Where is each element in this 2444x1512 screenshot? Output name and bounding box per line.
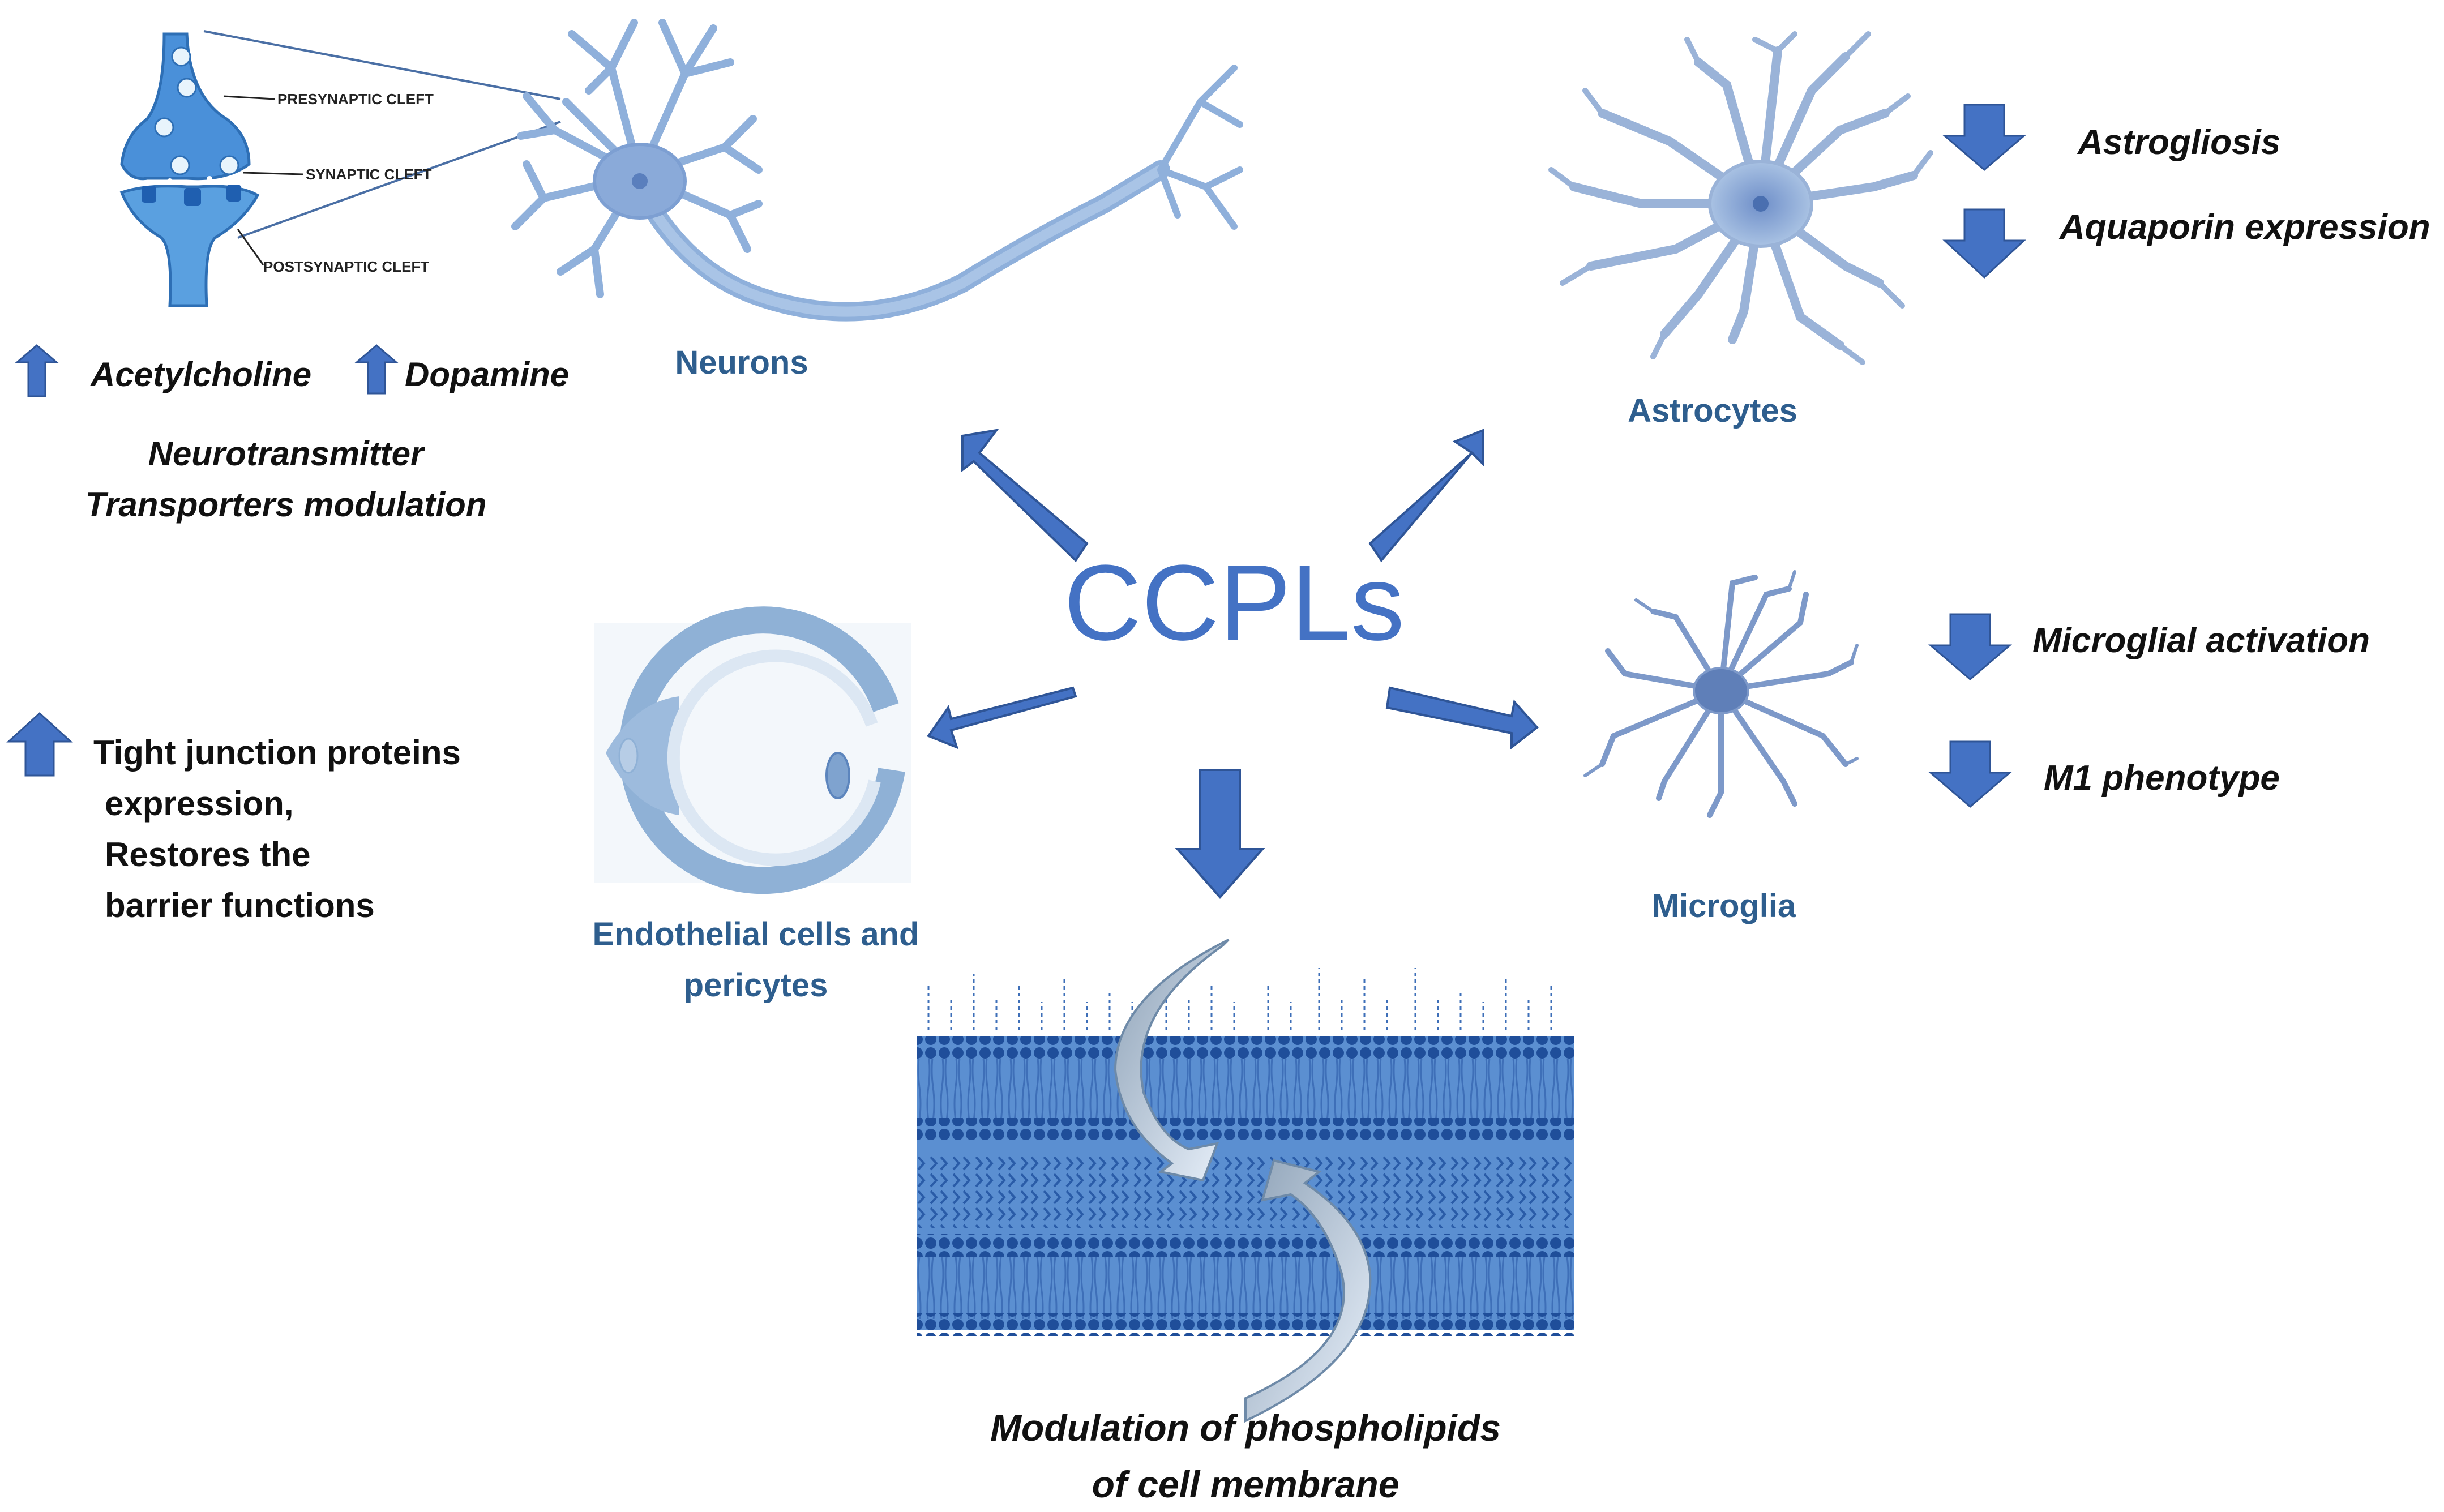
synapse-illustration: PRESYNAPTIC CLEFT SYNAPTIC CLEFT POSTSYN…	[119, 30, 561, 307]
presynaptic-terminal	[120, 32, 251, 181]
endothelial-text-line1: Tight junction proteins	[93, 734, 461, 772]
membrane-caption-line2: of cell membrane	[1092, 1463, 1399, 1505]
neurons-note-line2: Transporters modulation	[85, 486, 487, 524]
microglia-label: Microglia	[1652, 888, 1796, 924]
up-arrow-icon	[354, 344, 399, 395]
arrow-to-neurons	[961, 429, 1089, 563]
neurons-effect-acetylcholine: Acetylcholine	[89, 355, 311, 393]
curved-arrow-up	[1244, 1159, 1372, 1423]
astrocytes-label: Astrocytes	[1628, 392, 1797, 429]
synaptic-label: SYNAPTIC CLEFT	[306, 166, 432, 183]
neurons-note-line1: Neurotransmitter	[148, 435, 426, 473]
radiating-arrows	[926, 429, 1539, 900]
endothelial-text-line3: Restores the	[105, 836, 310, 873]
curved-arrow-down	[1114, 939, 1230, 1182]
up-arrow-icon	[6, 712, 73, 777]
up-arrow-icon	[14, 344, 59, 397]
astrocytes-effect-astrogliosis: Astrogliosis	[2077, 123, 2280, 162]
down-arrow-icon	[1928, 613, 2013, 680]
down-arrow-icon	[1928, 740, 2013, 808]
presynaptic-label: PRESYNAPTIC CLEFT	[277, 91, 434, 108]
membrane-caption-line1: Modulation of phospholipids	[990, 1407, 1501, 1449]
ccpls-center-label: CCPLs	[1064, 543, 1405, 663]
microglia-effect-activation: Microglial activation	[2032, 621, 2370, 660]
membrane-illustration	[917, 939, 1574, 1423]
endothelial-label-line2: pericytes	[684, 967, 828, 1004]
zoom-line-top	[203, 30, 561, 100]
astrocytes-effect-aquaporin: Aquaporin expression	[2058, 208, 2430, 247]
astrocyte-illustration	[1548, 31, 1933, 365]
microglia-illustration	[1583, 570, 1859, 818]
endothelial-text-line2: expression,	[105, 785, 294, 823]
down-arrow-icon	[1942, 208, 2026, 279]
arrow-to-astrocytes	[1368, 429, 1484, 563]
microglia-effect-m1: M1 phenotype	[2044, 759, 2280, 798]
down-arrow-icon	[1942, 104, 2027, 171]
effect-arrows	[6, 104, 2027, 808]
arrow-to-membrane	[1175, 769, 1265, 900]
arrow-to-microglia	[1385, 686, 1539, 750]
endothelial-illustration	[594, 606, 911, 894]
neurons-effect-dopamine: Dopamine	[405, 355, 569, 393]
postsynaptic-terminal	[119, 185, 260, 307]
endothelial-label-line1: Endothelial cells and	[593, 916, 919, 953]
arrow-to-endothelial	[926, 686, 1077, 749]
postsynaptic-label: POSTSYNAPTIC CLEFT	[263, 258, 429, 275]
endothelial-text-line4: barrier functions	[105, 886, 375, 924]
zoom-line-bottom	[237, 121, 561, 239]
neuron-illustration	[511, 19, 1243, 322]
neurons-label: Neurons	[675, 344, 808, 381]
